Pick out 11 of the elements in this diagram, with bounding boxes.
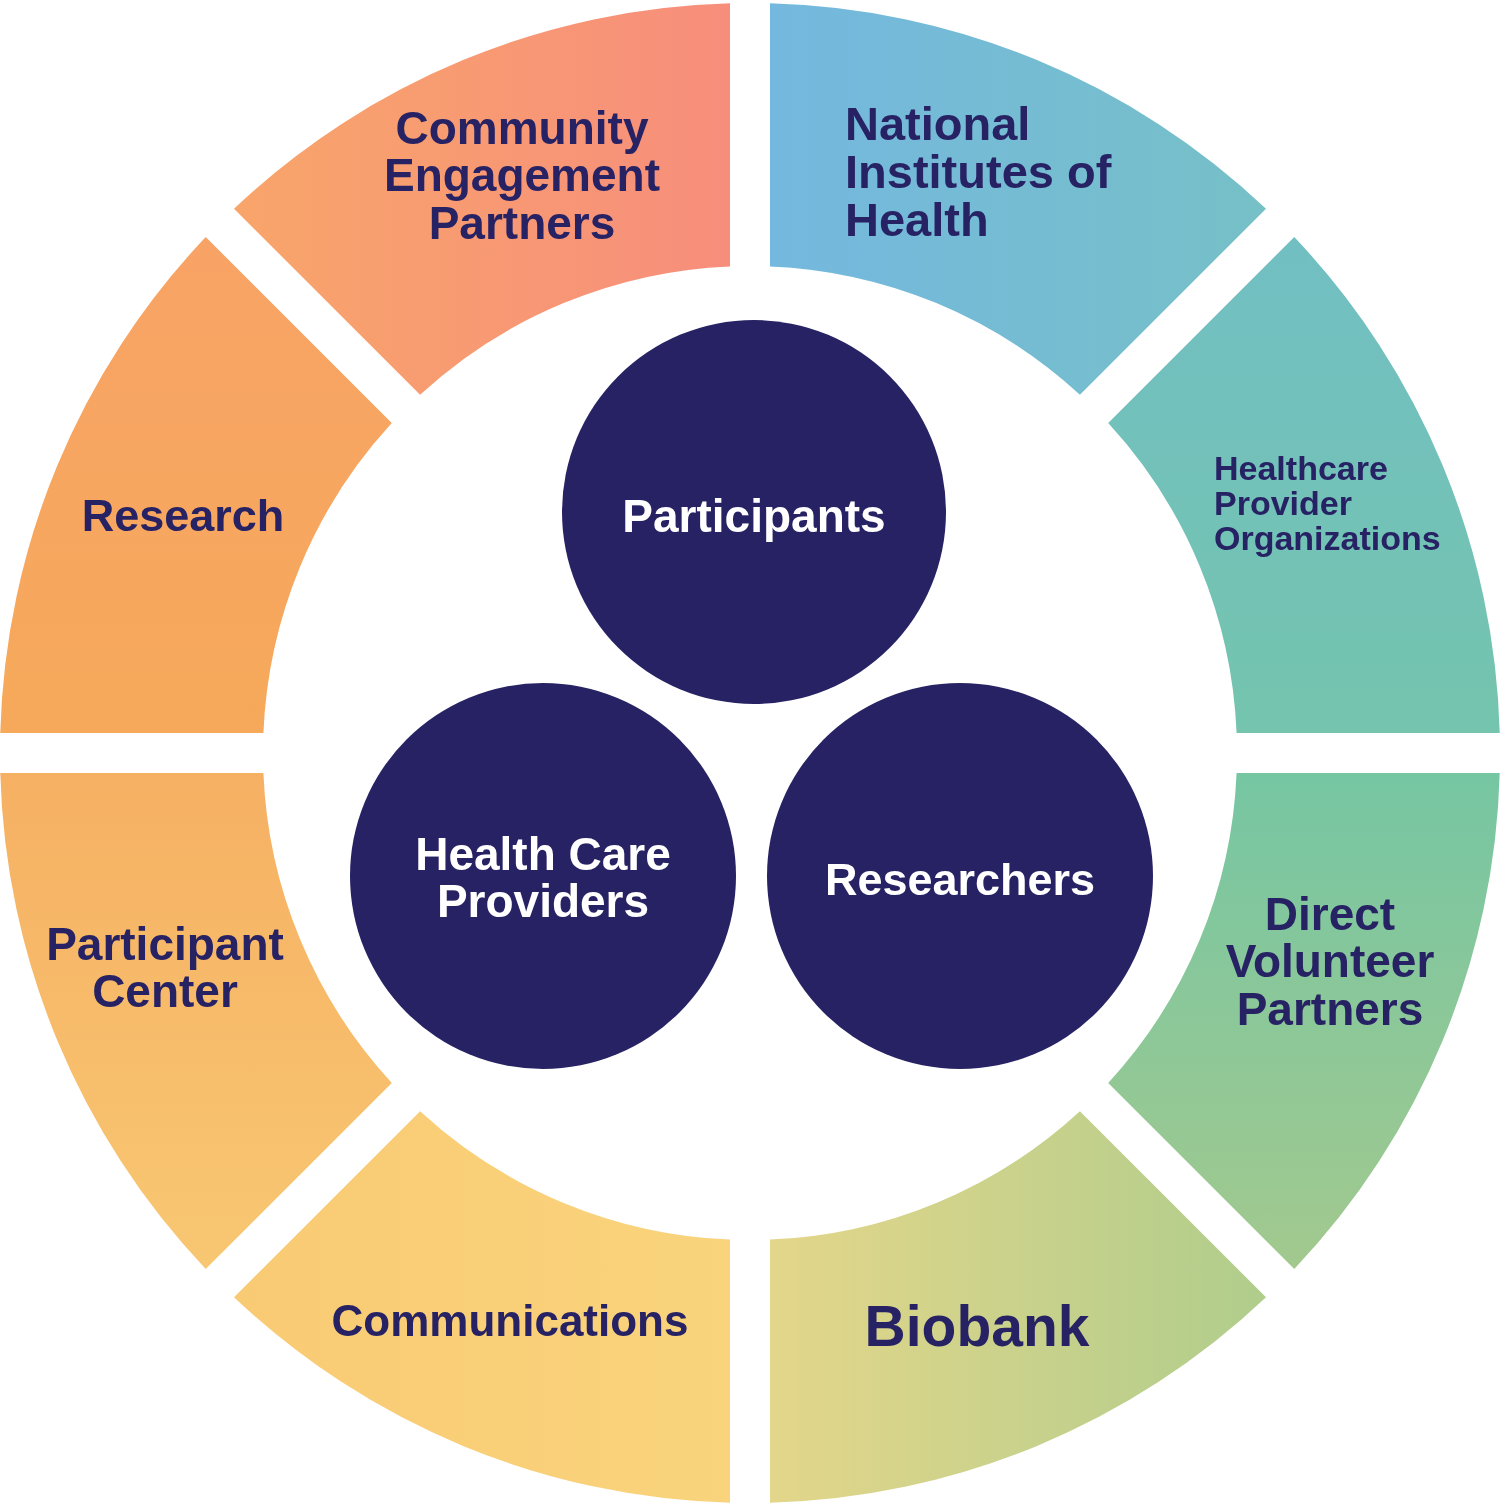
segment-label: Participant Center	[45, 920, 285, 1016]
segment-label: Biobank	[864, 1296, 1090, 1356]
circle-label: Health Care Providers	[414, 830, 672, 926]
circle-label: Participants	[621, 492, 887, 540]
segment-label: Community Engagement Partners	[383, 105, 661, 248]
segment-label: Communications	[331, 1297, 689, 1343]
segment-label: Healthcare Provider Organizations	[1214, 450, 1442, 556]
circle-label: Researchers	[824, 857, 1096, 904]
segment-label: Research	[81, 493, 285, 540]
segment-label: National Institutes of Health	[845, 99, 1113, 245]
segment-label: Direct Volunteer Partners	[1225, 891, 1435, 1034]
